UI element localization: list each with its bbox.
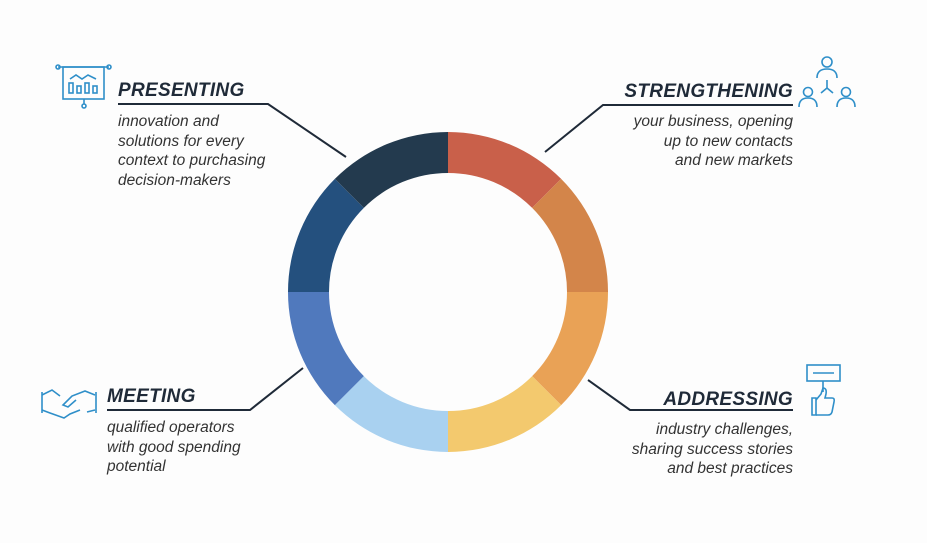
network-people-icon (798, 56, 856, 108)
connector-presenting (118, 103, 347, 158)
ring-segment (532, 292, 608, 406)
description-line: and best practices (667, 460, 793, 477)
description-line: innovation and (118, 113, 219, 130)
ring-segment (448, 376, 562, 452)
ring-segment (532, 178, 608, 292)
ring-segment (448, 132, 562, 208)
connector-addressing (587, 379, 793, 411)
section-description-strengthening: your business, opening up to new contact… (634, 112, 793, 171)
section-description-meeting: qualified operators with good spending p… (107, 418, 241, 477)
description-line: solutions for every (118, 132, 244, 150)
description-line: industry challenges, (656, 421, 793, 438)
description-line: and new markets (674, 152, 793, 169)
description-line: sharing success stories (631, 440, 793, 458)
description-line: with good spending (107, 438, 241, 456)
thumbs-up-sign-icon (806, 364, 841, 416)
presentation-board-icon (55, 64, 112, 109)
section-title-addressing: ADDRESSING (663, 389, 793, 410)
section-title-presenting: PRESENTING (118, 80, 245, 101)
handshake-icon (41, 389, 97, 419)
ring-segment (288, 292, 364, 406)
connector-strengthening (544, 104, 793, 153)
description-line: your business, opening (633, 113, 793, 130)
connector-meeting (107, 367, 304, 411)
description-line: decision-makers (118, 171, 231, 189)
ring-segment (334, 132, 448, 208)
description-line: up to new contacts (663, 132, 793, 150)
section-description-presenting: innovation and solutions for every conte… (118, 112, 265, 190)
ring-segment (334, 376, 448, 452)
donut-ring (288, 132, 608, 452)
ring-segment (288, 178, 364, 292)
section-title-meeting: MEETING (107, 386, 196, 407)
section-description-addressing: industry challenges, sharing success sto… (632, 420, 793, 479)
section-title-strengthening: STRENGTHENING (624, 81, 793, 102)
description-line: qualified operators (107, 419, 235, 436)
description-line: context to purchasing (118, 152, 266, 169)
description-line: potential (107, 458, 166, 475)
